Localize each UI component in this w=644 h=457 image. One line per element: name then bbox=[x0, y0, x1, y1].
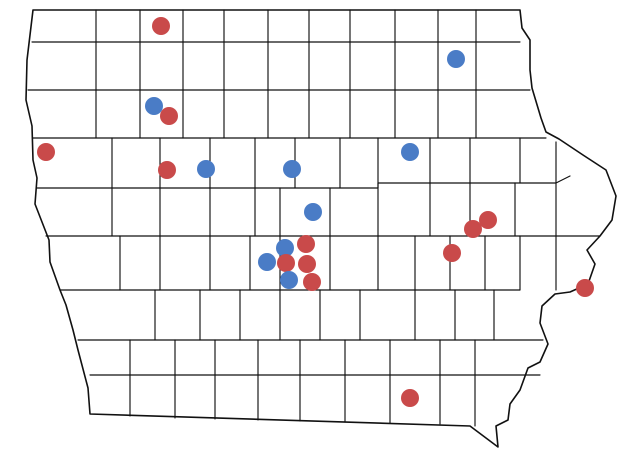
red-location-marker bbox=[297, 235, 315, 253]
marker-layer bbox=[37, 17, 594, 407]
red-location-marker bbox=[277, 254, 295, 272]
blue-location-marker bbox=[447, 50, 465, 68]
red-location-marker bbox=[303, 273, 321, 291]
blue-location-marker bbox=[401, 143, 419, 161]
red-location-marker bbox=[37, 143, 55, 161]
county-column-line bbox=[95, 41, 477, 91]
blue-location-marker bbox=[258, 253, 276, 271]
blue-location-marker bbox=[197, 160, 215, 178]
red-location-marker bbox=[576, 279, 594, 297]
county-column-line bbox=[95, 9, 477, 43]
red-location-marker bbox=[158, 161, 176, 179]
red-location-marker bbox=[152, 17, 170, 35]
red-location-marker bbox=[160, 107, 178, 125]
county-lines bbox=[27, 9, 601, 427]
blue-location-marker bbox=[276, 239, 294, 257]
blue-location-marker bbox=[304, 203, 322, 221]
blue-location-marker bbox=[283, 160, 301, 178]
county-column-line bbox=[111, 182, 557, 237]
county-column-line bbox=[129, 374, 476, 427]
county-column-line bbox=[129, 339, 476, 376]
red-location-marker bbox=[443, 244, 461, 262]
red-location-marker bbox=[298, 255, 316, 273]
blue-location-marker bbox=[145, 97, 163, 115]
state-outline bbox=[25, 9, 617, 448]
red-location-marker bbox=[464, 220, 482, 238]
county-column-line bbox=[95, 89, 477, 139]
red-location-marker bbox=[479, 211, 497, 229]
blue-location-marker bbox=[280, 271, 298, 289]
red-location-marker bbox=[401, 389, 419, 407]
county-row-line bbox=[27, 41, 547, 139]
county-column-line bbox=[154, 289, 495, 341]
